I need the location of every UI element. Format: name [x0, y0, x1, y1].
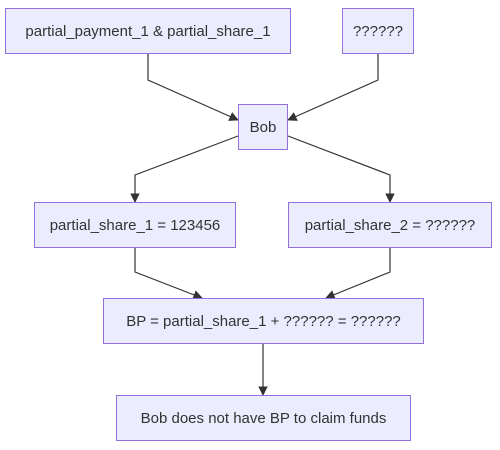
node-payment-and-share: partial_payment_1 & partial_share_1	[5, 8, 291, 54]
edge-payment-to-bob	[147, 54, 239, 121]
node-share-2-label: partial_share_2 = ??????	[304, 216, 476, 234]
node-bob: Bob	[238, 104, 288, 150]
node-payment-and-share-label: partial_payment_1 & partial_share_1	[25, 22, 271, 40]
edge-unknown-to-bob	[287, 54, 379, 121]
node-share-2: partial_share_2 = ??????	[288, 202, 492, 248]
node-unknown-input-label: ??????	[352, 22, 404, 40]
edge-bob-to-share2	[287, 135, 395, 203]
edge-share1-to-bp	[134, 248, 203, 300]
edge-bob-to-share1	[130, 135, 239, 203]
node-share-1-label: partial_share_1 = 123456	[49, 216, 221, 234]
node-result-label: Bob does not have BP to claim funds	[140, 409, 387, 427]
node-unknown-input: ??????	[342, 8, 414, 54]
node-result: Bob does not have BP to claim funds	[116, 395, 411, 441]
edge-share2-to-bp	[325, 248, 391, 300]
node-bob-label: Bob	[249, 118, 277, 136]
node-bp-equation-label: BP = partial_share_1 + ?????? = ??????	[126, 312, 401, 330]
node-bp-equation: BP = partial_share_1 + ?????? = ??????	[103, 298, 424, 344]
node-share-1: partial_share_1 = 123456	[34, 202, 236, 248]
